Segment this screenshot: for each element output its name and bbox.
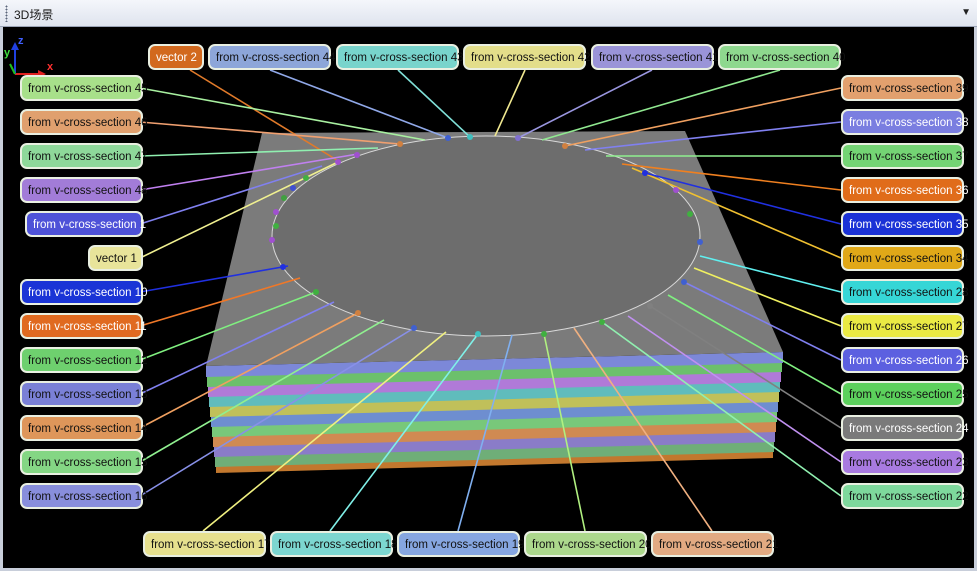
axis-y-label: y <box>4 47 11 59</box>
label-section-20[interactable]: from v-cross-section 20 <box>524 531 652 557</box>
label-section-26[interactable]: from v-cross-section 26 <box>841 347 969 373</box>
axis-triad <box>9 42 46 78</box>
label-section-19[interactable]: from v-cross-section 19 <box>397 531 525 557</box>
label-section-41[interactable]: from v-cross-section 41 <box>591 44 719 70</box>
label-section-23[interactable]: from v-cross-section 23 <box>841 449 969 475</box>
label-section-24[interactable]: from v-cross-section 24 <box>841 415 969 441</box>
label-section-13[interactable]: from v-cross-section 13 <box>20 381 148 407</box>
label-section-21[interactable]: from v-cross-section 21 <box>651 531 779 557</box>
label-section-17[interactable]: from v-cross-section 17 <box>143 531 271 557</box>
label-section-37[interactable]: from v-cross-section 37 <box>841 143 969 169</box>
window-title: 3D场景 <box>14 8 54 22</box>
label-section-42[interactable]: from v-cross-section 42 <box>463 44 591 70</box>
label-section-16[interactable]: from v-cross-section 16 <box>20 483 148 509</box>
leader-lines <box>139 69 842 532</box>
axis-x-label: x <box>47 61 54 73</box>
frame-right <box>974 27 977 571</box>
label-section-12[interactable]: from v-cross-section 12 <box>20 347 148 373</box>
label-section-46[interactable]: from v-cross-section 46 <box>20 109 148 135</box>
label-section-25[interactable]: from v-cross-section 25 <box>841 381 969 407</box>
label-section-27[interactable]: from v-cross-section 27 <box>841 313 969 339</box>
label-section-35[interactable]: from v-cross-section 35 <box>841 211 969 237</box>
layer-stack <box>206 352 783 473</box>
label-section-36[interactable]: from v-cross-section 36 <box>841 177 969 203</box>
label-section-14[interactable]: from v-cross-section 14 <box>20 415 148 441</box>
label-section-39[interactable]: from v-cross-section 39 <box>841 75 969 101</box>
label-vector-2[interactable]: vector 2 <box>148 44 204 70</box>
label-section-22[interactable]: from v-cross-section 22 <box>841 483 969 509</box>
label-section-18[interactable]: from v-cross-section 18 <box>270 531 398 557</box>
label-section-48[interactable]: from v-cross-section 48 <box>20 177 148 203</box>
label-section-1[interactable]: from v-cross-section 1 <box>25 211 146 237</box>
title-bar: 3D场景 ▼ <box>0 0 977 27</box>
label-section-15[interactable]: from v-cross-section 15 <box>20 449 148 475</box>
label-section-44[interactable]: from v-cross-section 44 <box>208 44 336 70</box>
label-section-45[interactable]: from v-cross-section 45 <box>20 75 148 101</box>
frame-left <box>0 27 3 571</box>
label-vector-1[interactable]: vector 1 <box>88 245 143 271</box>
label-section-43[interactable]: from v-cross-section 43 <box>336 44 464 70</box>
label-section-38[interactable]: from v-cross-section 38 <box>841 109 969 135</box>
label-section-28[interactable]: from v-cross-section 28 <box>841 279 969 305</box>
drag-grip-icon[interactable] <box>5 5 8 22</box>
scene-canvas[interactable] <box>3 27 974 568</box>
label-section-11[interactable]: from v-cross-section 11 <box>20 313 147 339</box>
label-section-47[interactable]: from v-cross-section 47 <box>20 143 148 169</box>
label-section-10[interactable]: from v-cross-section 10 <box>20 279 148 305</box>
circle-markers <box>269 134 703 337</box>
label-section-34[interactable]: from v-cross-section 34 <box>841 245 969 271</box>
3d-viewport[interactable]: x y z vector 2 from v-cross-section 44 f… <box>3 27 974 568</box>
chevron-down-icon[interactable]: ▼ <box>961 7 971 18</box>
cross-section-circle <box>271 135 701 337</box>
axis-z-label: z <box>18 35 24 47</box>
frame-bottom <box>0 568 977 571</box>
label-section-40[interactable]: from v-cross-section 40 <box>718 44 846 70</box>
